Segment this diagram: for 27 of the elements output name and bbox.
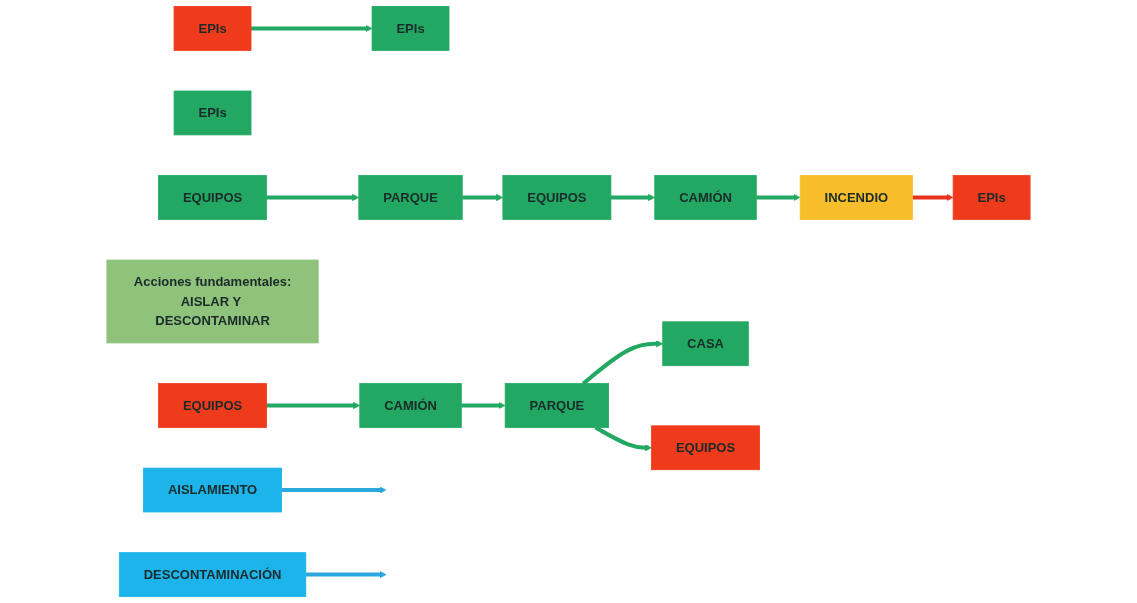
node-box: CASA <box>662 321 749 367</box>
node-box: EPIs <box>173 6 252 51</box>
arrow <box>266 193 360 202</box>
node-box: EPIs <box>952 175 1031 220</box>
node-box: EPIs <box>371 6 450 51</box>
node-box: DESCONTAMINACIÓN <box>118 552 307 597</box>
node-box: EQUIPOS <box>651 425 760 471</box>
arrow <box>305 571 387 579</box>
arrow <box>266 401 361 410</box>
node-box: CAMIÓN <box>359 383 462 428</box>
arrow <box>912 193 954 202</box>
node-box: EQUIPOS <box>158 383 267 428</box>
arrow <box>251 24 373 32</box>
node-box: PARQUE <box>504 383 609 428</box>
node-box: Acciones fundamentales: AISLAR Y DESCONTAMINAR <box>106 259 319 344</box>
node-box: EQUIPOS <box>502 175 612 220</box>
node-box: CAMIÓN <box>654 175 757 220</box>
node-box: PARQUE <box>358 175 463 220</box>
arrow <box>756 193 801 202</box>
arrow <box>462 193 504 202</box>
node-box: EPIs <box>173 90 252 136</box>
node-box: EQUIPOS <box>158 175 267 220</box>
arrow <box>281 486 387 494</box>
node-box: INCENDIO <box>799 175 913 220</box>
arrow <box>610 193 656 202</box>
node-box: AISLAMIENTO <box>143 467 282 513</box>
arrow <box>461 401 506 410</box>
